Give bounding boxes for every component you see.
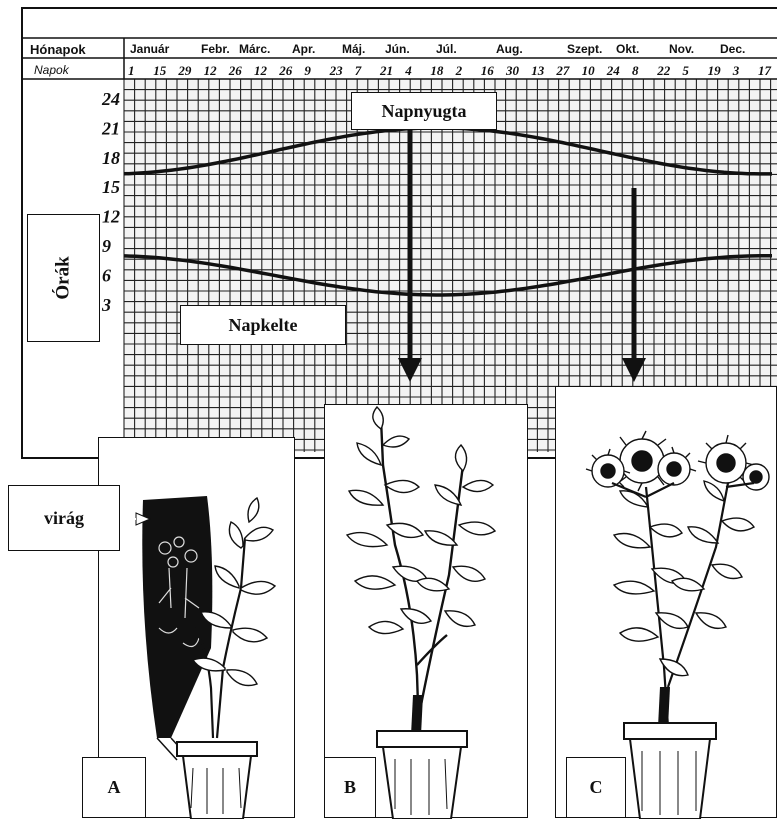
sunrise-curve: [123, 254, 772, 297]
day-label: 18: [430, 63, 444, 78]
daylength-chart: Hónapok Napok Január Febr. Márc. Apr. Máj. Jú…: [21, 7, 777, 459]
month-label: Okt.: [616, 42, 639, 56]
flower-pot: [376, 730, 468, 819]
day-label: 16: [481, 63, 495, 78]
month-label: Máj.: [342, 42, 365, 56]
panel-label-a: A: [82, 757, 146, 818]
hour-tick-label: 21: [101, 118, 120, 138]
dark-cover-bag: [142, 496, 213, 738]
day-label: 10: [582, 63, 596, 78]
day-label: 30: [505, 63, 520, 78]
day-label: 26: [228, 63, 243, 78]
day-label: 3: [732, 63, 740, 78]
panel-label-c: C: [566, 757, 626, 818]
day-label: 19: [708, 63, 722, 78]
sunset-label: Napnyugta: [351, 92, 497, 130]
month-label: Nov.: [669, 42, 694, 56]
row-label-days: Napok: [34, 63, 70, 77]
arrow-to-B: [398, 128, 422, 382]
day-label: 12: [204, 63, 218, 78]
plant-b-illustration: [345, 405, 497, 819]
month-label: Dec.: [720, 42, 745, 56]
day-label: 24: [606, 63, 621, 78]
month-label: Júl.: [436, 42, 457, 56]
day-label: 2: [455, 63, 463, 78]
row-label-months: Hónapok: [30, 42, 86, 57]
month-label: Aug.: [496, 42, 523, 56]
plant-panel-c: [555, 386, 777, 819]
day-label: 5: [682, 63, 689, 78]
hours-axis-label: Órák: [27, 214, 100, 342]
flower-callout: virág: [8, 485, 120, 551]
callout-pointer: [122, 512, 152, 526]
panel-label-b: B: [324, 757, 376, 818]
month-label: Febr.: [201, 42, 230, 56]
hour-tick-label: 6: [102, 265, 111, 285]
flower-heads: [585, 430, 770, 492]
day-label: 22: [656, 63, 671, 78]
day-label: 15: [153, 63, 167, 78]
day-label: 21: [379, 63, 393, 78]
day-label: 4: [404, 63, 412, 78]
flower-pot: [623, 722, 717, 819]
flower-pot: [176, 741, 258, 819]
month-label: Márc.: [239, 42, 270, 56]
day-label: 1: [128, 63, 135, 78]
month-label: Jún.: [385, 42, 410, 56]
day-label: 23: [329, 63, 344, 78]
hour-tick-label: 24: [101, 89, 120, 109]
sunrise-label: Napkelte: [180, 305, 346, 345]
day-label: 13: [531, 63, 545, 78]
day-label: 29: [177, 63, 192, 78]
hour-tick-label: 18: [102, 148, 120, 168]
hour-tick-label: 12: [102, 207, 120, 227]
day-labels: 1 15 29 12 26 12 26 9 23 7 21 4 18 2 16 30 13 27 10 24 8 22 5 1…: [128, 63, 772, 78]
month-label: Szept.: [567, 42, 602, 56]
plant-a-illustration: [142, 496, 277, 819]
day-label: 26: [278, 63, 293, 78]
hour-tick-label: 3: [101, 295, 111, 315]
arrow-to-C: [622, 188, 646, 382]
month-label: Apr.: [292, 42, 315, 56]
month-labels: Január Febr. Márc. Apr. Máj. Jún. Júl. Aug. Szep…: [130, 42, 745, 56]
hour-tick-label: 15: [102, 177, 120, 197]
day-label: 7: [355, 63, 362, 78]
day-label: 9: [304, 63, 311, 78]
day-label: 17: [758, 63, 772, 78]
hour-tick-label: 9: [102, 236, 111, 256]
day-label: 27: [555, 63, 570, 78]
chart-grid: [123, 78, 777, 452]
plant-panel-a: [98, 437, 295, 819]
hour-tick-labels: 24 21 18 15 12 9 6 3: [101, 89, 120, 315]
day-label: 8: [632, 63, 639, 78]
month-label: Január: [130, 42, 170, 56]
plant-panel-b: [324, 404, 528, 819]
day-label: 12: [254, 63, 268, 78]
plant-c-illustration: [585, 430, 770, 819]
